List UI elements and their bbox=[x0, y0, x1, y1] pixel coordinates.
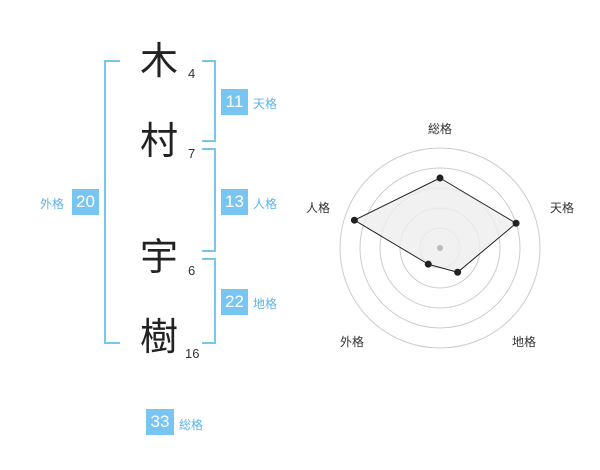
jinkaku-label: 人格 bbox=[253, 197, 278, 211]
axis-label-gaikaku: 外格 bbox=[340, 334, 364, 349]
radar-point bbox=[454, 268, 462, 276]
radar-points bbox=[350, 174, 520, 276]
stroke-count-3: 6 bbox=[188, 263, 196, 278]
radar-grid-ring bbox=[359, 167, 521, 329]
axis-label-chikaku: 地格 bbox=[512, 334, 536, 349]
radar-grid-ring bbox=[339, 147, 541, 349]
tenkaku-bracket bbox=[202, 60, 216, 142]
char-2: 村 bbox=[140, 119, 179, 163]
stroke-count-2: 7 bbox=[188, 146, 196, 161]
tenkaku-label: 天格 bbox=[253, 97, 278, 111]
radar-area bbox=[353, 177, 517, 273]
radar-point bbox=[512, 219, 520, 227]
radar-point bbox=[350, 216, 358, 224]
gaikaku-label: 外格 bbox=[40, 197, 65, 211]
chikaku-value: 22 bbox=[221, 289, 248, 315]
tenkaku-value: 11 bbox=[221, 89, 248, 115]
radar-point bbox=[436, 174, 444, 182]
soukaku-label: 総格 bbox=[179, 418, 204, 432]
chikaku-label: 地格 bbox=[253, 297, 278, 311]
axis-label-tenkaku: 天格 bbox=[550, 200, 574, 215]
radar-point bbox=[424, 260, 432, 268]
axis-label-soukaku: 総格 bbox=[428, 121, 452, 136]
char-1: 木 bbox=[140, 39, 179, 83]
jinkaku-value: 13 bbox=[221, 189, 248, 215]
stroke-count-4: 16 bbox=[185, 346, 200, 361]
char-4: 樹 bbox=[140, 315, 179, 359]
jinkaku-bracket bbox=[202, 148, 216, 252]
gaikaku-value: 20 bbox=[72, 189, 99, 215]
stroke-count-1: 4 bbox=[188, 66, 196, 81]
radar-center bbox=[437, 245, 443, 251]
soukaku-value: 33 bbox=[146, 409, 174, 435]
axis-label-jinkaku: 人格 bbox=[306, 200, 330, 215]
gaikaku-bracket bbox=[104, 60, 120, 344]
char-3: 宇 bbox=[140, 235, 179, 279]
chikaku-bracket bbox=[202, 258, 216, 344]
